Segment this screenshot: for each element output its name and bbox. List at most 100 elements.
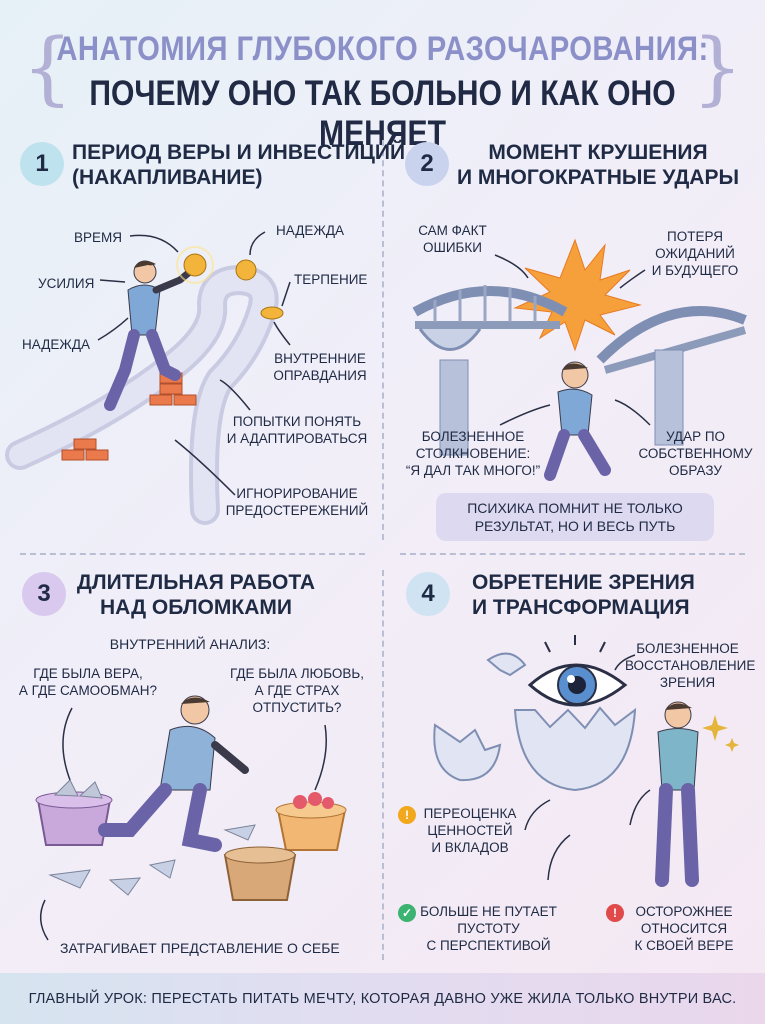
label-line: ОЖИДАНИЙ — [655, 246, 735, 261]
footer-text: ГЛАВНЫЙ УРОК: ПЕРЕСТАТЬ ПИТАТЬ МЕЧТУ, КО… — [28, 990, 737, 1007]
label-line: ОШИБКИ — [422, 240, 482, 255]
brace-left-icon: { — [22, 21, 73, 114]
label-no-confuse: БОЛЬШЕ НЕ ПУТАЕТ ПУСТОТУ С ПЕРСПЕКТИВОЙ — [416, 903, 561, 954]
label-attempts: ПОПЫТКИ ПОНЯТЬ И АДАПТИРОВАТЬСЯ — [222, 413, 372, 447]
label-faith: ГДЕ БЫЛА ВЕРА, А ГДЕ САМООБМАН? — [18, 665, 158, 699]
page-title-line2: ПОЧЕМУ ОНО ТАК БОЛЬНО И КАК ОНО МЕНЯЕТ — [89, 74, 676, 153]
label-hope-top: НАДЕЖДА — [276, 223, 344, 238]
label-line: УДАР ПО — [665, 429, 726, 444]
label-line: И АДАПТИРОВАТЬСЯ — [226, 431, 368, 446]
label-line: БОЛЬШЕ НЕ ПУТАЕТ — [420, 904, 557, 919]
footer-lesson: ГЛАВНЫЙ УРОК: ПЕРЕСТАТЬ ПИТАТЬ МЕЧТУ, КО… — [0, 973, 765, 1024]
section-title-line: НАД ОБЛОМКАМИ — [100, 596, 292, 619]
basket-icon — [223, 846, 297, 901]
label-line: ИГНОРИРОВАНИЕ — [236, 486, 358, 501]
label-self-image: ЗАТРАГИВАЕТ ПРЕДСТАВЛЕНИЕ О СЕБЕ — [60, 940, 340, 956]
callout-line: ПСИХИКА ПОМНИТ НЕ ТОЛЬКО — [467, 500, 683, 516]
label-line: СОБСТВЕННОМУ — [638, 446, 753, 461]
label-line: “Я ДАЛ ТАК МНОГО!” — [405, 463, 541, 478]
eye-icon — [527, 635, 628, 707]
label-line: ОТПУСТИТЬ? — [252, 700, 342, 715]
label-line: ВНУТРЕННИЕ — [274, 351, 366, 366]
section-title-line: (НАКАПЛИВАНИЕ) — [72, 166, 263, 189]
divider-horizontal-right — [400, 553, 745, 555]
basket-icon — [275, 792, 347, 851]
label-blow: УДАР ПО СОБСТВЕННОМУ ОБРАЗУ — [638, 428, 753, 479]
label-line: И БУДУЩЕГО — [651, 263, 739, 278]
label-collision: БОЛЕЗНЕННОЕ СТОЛКНОВЕНИЕ: “Я ДАЛ ТАК МНО… — [398, 428, 548, 479]
section-title-line: МОМЕНТ КРУШЕНИЯ — [488, 141, 708, 164]
section-title-line: И МНОГОКРАТНЫЕ УДАРЫ — [456, 166, 740, 189]
section-number: 2 — [405, 142, 449, 186]
label-reassessment: ПЕРЕОЦЕНКА ЦЕННОСТЕЙ И ВКЛАДОВ — [416, 805, 524, 856]
callout-psyche: ПСИХИКА ПОМНИТ НЕ ТОЛЬКО РЕЗУЛЬТАТ, НО И… — [436, 493, 714, 541]
section-title-line: И ТРАНСФОРМАЦИЯ — [472, 596, 690, 619]
label-careful: ОСТОРОЖНЕЕ ОТНОСИТСЯ К СВОЕЙ ВЕРЕ — [624, 903, 744, 954]
label-line: И ВКЛАДОВ — [431, 840, 509, 855]
label-analysis: ВНУТРЕННИЙ АНАЛИЗ: — [109, 636, 271, 652]
section-title-line: ПЕРИОД ВЕРЫ И ИНВЕСТИЦИЙ — [72, 141, 406, 164]
label-recovery: БОЛЕЗНЕННОЕ ВОССТАНОВЛЕНИЕ ЗРЕНИЯ — [625, 640, 756, 691]
label-line: ПОПЫТКИ ПОНЯТЬ — [232, 414, 362, 429]
label-line: ВОССТАНОВЛЕНИЕ — [625, 658, 756, 673]
eye-transformation-illustration — [433, 635, 739, 887]
standing-person-icon — [655, 701, 699, 887]
section-title-line: ДЛИТЕЛЬНАЯ РАБОТА — [76, 571, 316, 594]
label-line: ЗРЕНИЯ — [659, 675, 716, 690]
label-line: ПУСТОТУ — [457, 921, 520, 936]
section-title-line: ОБРЕТЕНИЕ ЗРЕНИЯ — [472, 571, 695, 594]
warning-icon: ! — [398, 806, 416, 824]
label-line: ПЕРЕОЦЕНКА — [423, 806, 517, 821]
explosion-icon — [513, 238, 642, 352]
label-line: А ГДЕ СТРАХ — [254, 683, 340, 698]
broken-bridge-illustration — [412, 238, 747, 481]
label-line: САМ ФАКТ — [418, 223, 487, 238]
distressed-person-icon — [544, 361, 611, 481]
label-line: А ГДЕ САМООБМАН? — [18, 683, 158, 698]
label-line: БОЛЕЗНЕННОЕ — [421, 429, 525, 444]
section-title: ДЛИТЕЛЬНАЯ РАБОТА НАД ОБЛОМКАМИ — [66, 570, 326, 620]
label-effort: УСИЛИЯ — [38, 276, 95, 291]
climbing-person-icon — [104, 260, 196, 411]
rebuilding-illustration — [35, 695, 347, 941]
bridge-icon — [412, 285, 747, 456]
label-hope-left: НАДЕЖДА — [22, 337, 90, 352]
label-line: ОСТОРОЖНЕЕ — [635, 904, 733, 919]
alert-icon: ! — [606, 904, 624, 922]
divider-vertical-bottom — [382, 570, 384, 960]
label-time: ВРЕМЯ — [74, 230, 123, 245]
label-line: ГДЕ БЫЛА ВЕРА, — [33, 666, 143, 681]
section-number: 3 — [22, 572, 66, 616]
basket-icon — [35, 779, 113, 846]
callout-line: РЕЗУЛЬТАТ, НО И ВЕСЬ ПУТЬ — [474, 518, 676, 534]
check-icon: ✓ — [398, 904, 416, 922]
label-loss: ПОТЕРЯ ОЖИДАНИЙ И БУДУЩЕГО — [640, 228, 750, 279]
label-line: ЦЕННОСТЕЙ — [427, 823, 513, 838]
header: { } АНАТОМИЯ ГЛУБОКОГО РАЗОЧАРОВАНИЯ: ПО… — [0, 21, 765, 154]
label-line: ОТНОСИТСЯ — [640, 921, 728, 936]
label-mistake: САМ ФАКТ ОШИБКИ — [400, 222, 505, 256]
label-line: К СВОЕЙ ВЕРЕ — [634, 938, 734, 953]
coin-icon — [176, 246, 284, 320]
label-justifications: ВНУТРЕННИЕ ОПРАВДАНИЯ — [270, 350, 370, 384]
label-line: БОЛЕЗНЕННОЕ — [636, 641, 739, 656]
label-love: ГДЕ БЫЛА ЛЮБОВЬ, А ГДЕ СТРАХ ОТПУСТИТЬ? — [222, 665, 372, 716]
sparkle-icon — [702, 715, 739, 752]
label-line: С ПЕРСПЕКТИВОЙ — [426, 938, 551, 953]
page-title-line1: АНАТОМИЯ ГЛУБОКОГО РАЗОЧАРОВАНИЯ: — [56, 30, 709, 68]
label-ignoring: ИГНОРИРОВАНИЕ ПРЕДОСТЕРЕЖЕНИЙ — [222, 485, 372, 519]
kneeling-person-icon — [98, 695, 249, 852]
brace-right-icon: } — [692, 21, 743, 114]
label-line: ПОТЕРЯ — [667, 229, 723, 244]
section-title: ПЕРИОД ВЕРЫ И ИНВЕСТИЦИЙ (НАКАПЛИВАНИЕ) — [72, 140, 405, 190]
label-line: СТОЛКНОВЕНИЕ: — [415, 446, 531, 461]
divider-horizontal-left — [20, 553, 365, 555]
label-line: ОПРАВДАНИЯ — [273, 368, 367, 383]
divider-vertical-top — [382, 140, 384, 540]
label-line: ОБРАЗУ — [669, 463, 722, 478]
label-line: ПРЕДОСТЕРЕЖЕНИЙ — [225, 503, 369, 518]
section-number: 4 — [406, 572, 450, 616]
label-line: ГДЕ БЫЛА ЛЮБОВЬ, — [229, 666, 365, 681]
section-title: ОБРЕТЕНИЕ ЗРЕНИЯ И ТРАНСФОРМАЦИЯ — [472, 570, 695, 620]
eggshell-icon — [433, 652, 637, 792]
